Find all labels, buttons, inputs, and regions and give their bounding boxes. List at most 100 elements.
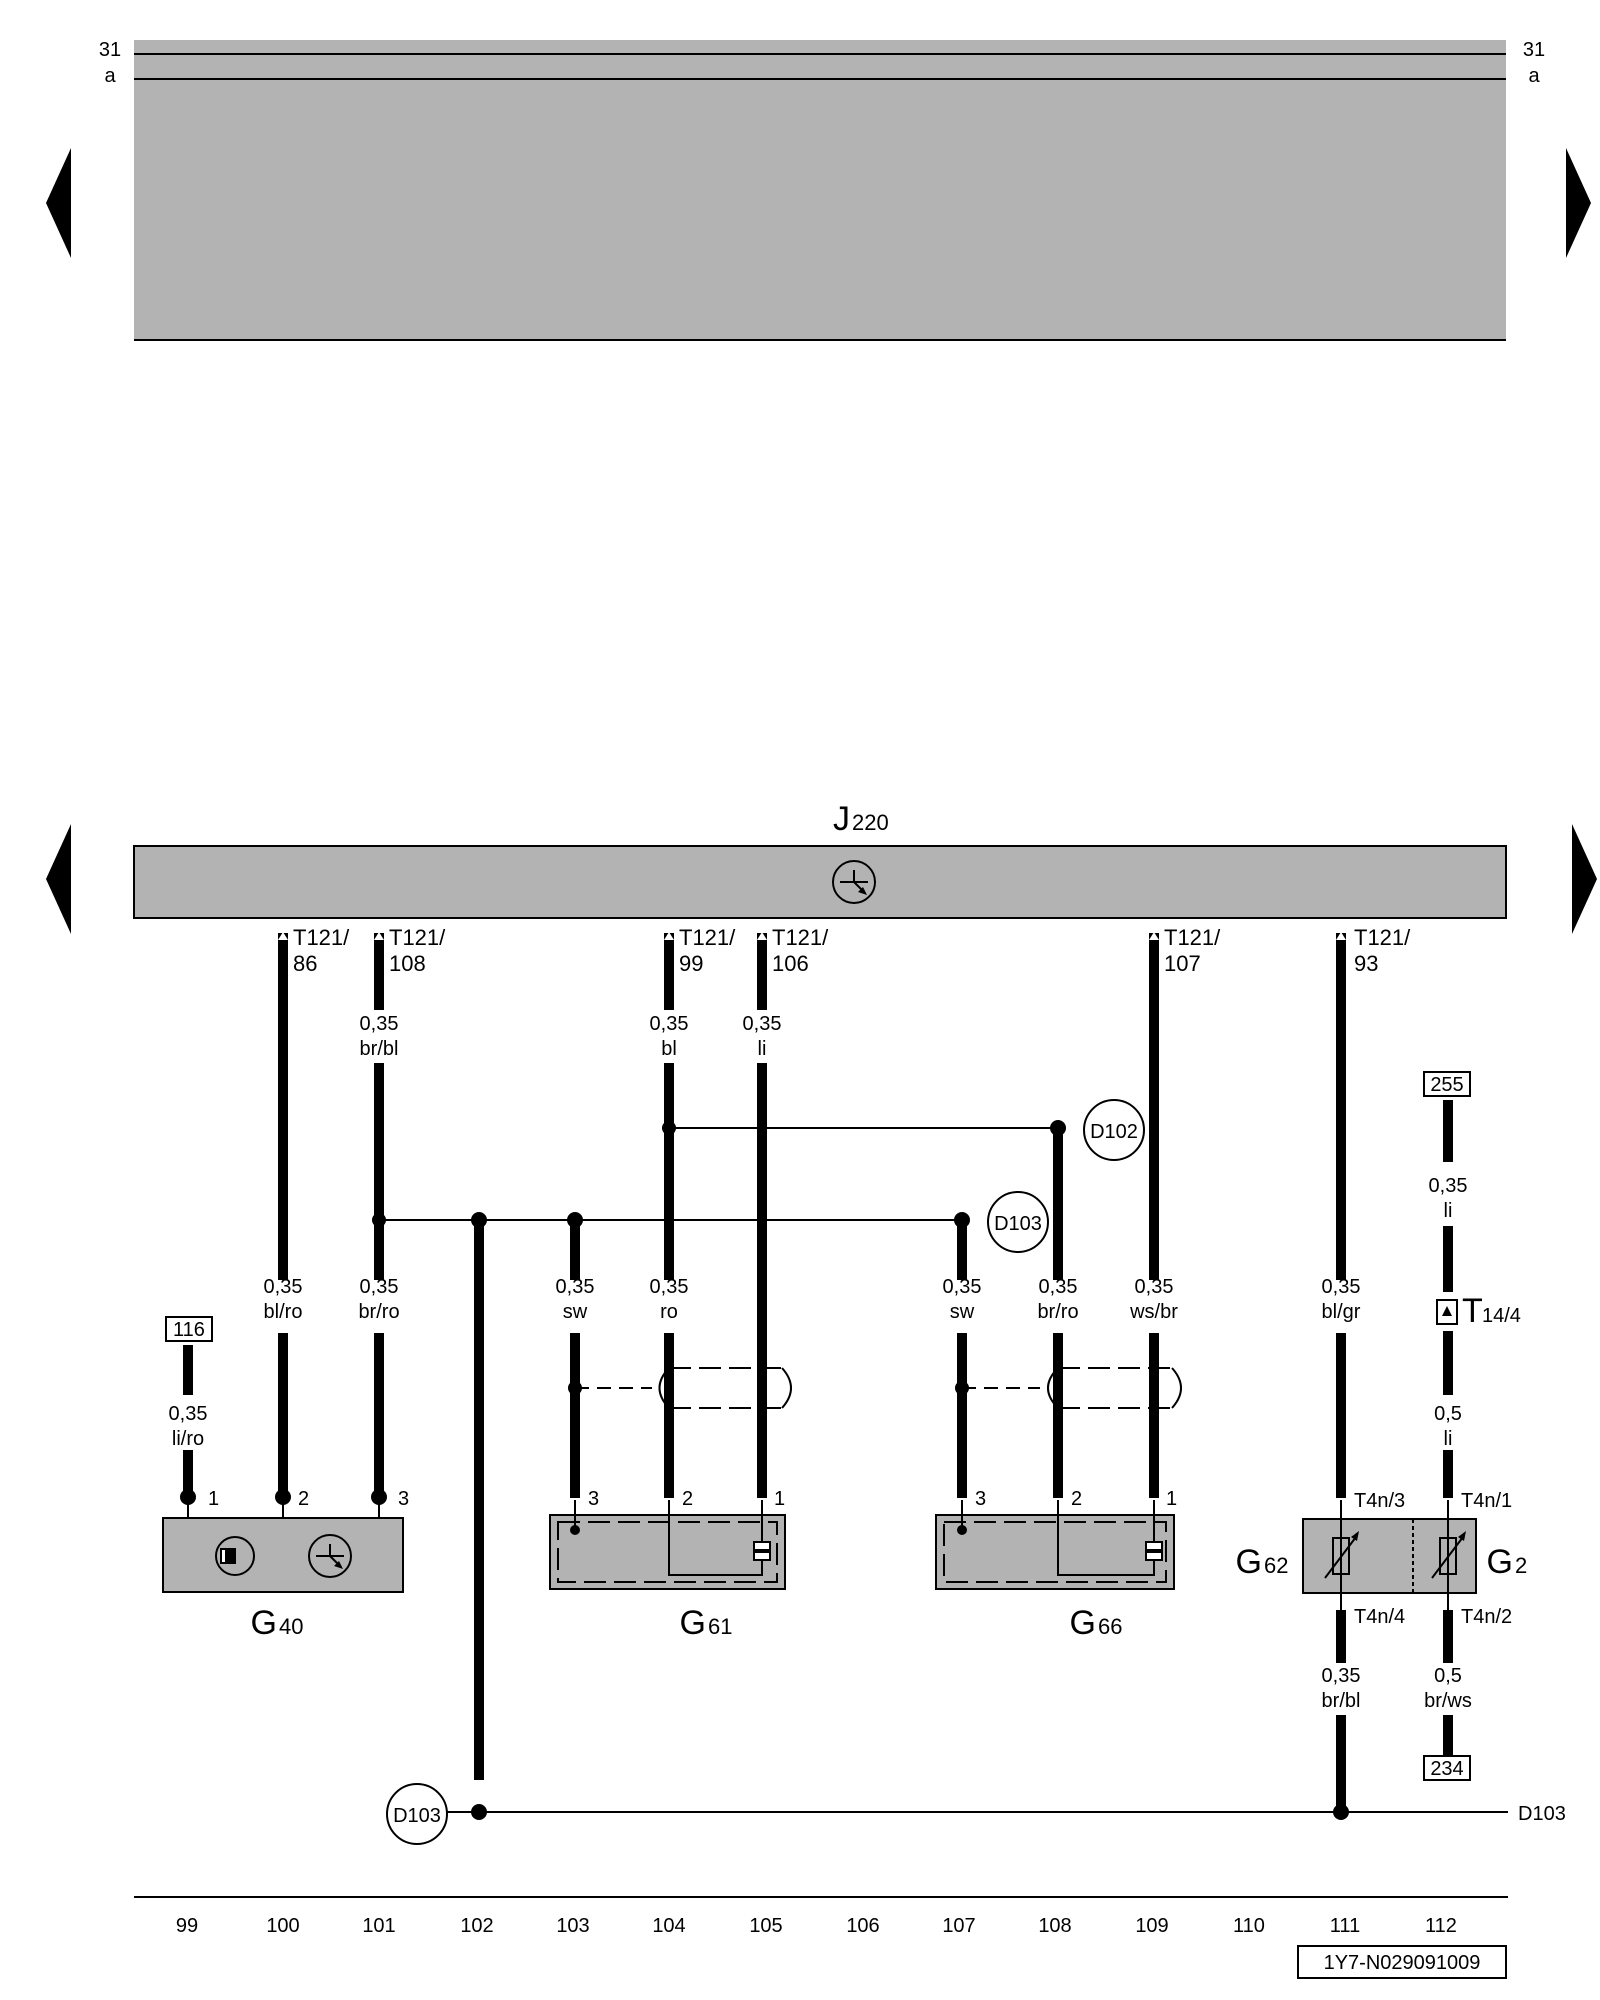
svg-text:112: 112 [1425,1915,1457,1937]
label-w101-top: 0,35 br/bl [360,1013,399,1060]
svg-text:sw: sw [563,1301,588,1323]
svg-text:D102: D102 [1090,1121,1138,1143]
label-w103: 0,35 sw [556,1276,595,1323]
node-d102[interactable]: D102 [1083,1099,1145,1161]
node-d103-upper[interactable]: D103 [987,1191,1049,1253]
g2-variable-icon [1431,1531,1466,1579]
g66-sub: 66 [1098,1614,1122,1639]
svg-text:T121/: T121/ [389,925,446,950]
ref-box-255[interactable]: 255 [1423,1071,1471,1097]
g40-pin-2-label: 2 [298,1488,309,1510]
svg-text:ro: ro [660,1301,678,1323]
connector-t14-icon [1436,1299,1458,1325]
connector-t14-name: T [1462,1292,1483,1330]
svg-text:108: 108 [1038,1915,1071,1937]
svg-text:0,35: 0,35 [1039,1276,1078,1298]
control-unit-sub: 220 [852,810,889,835]
svg-text:107: 107 [1164,951,1201,976]
svg-text:86: 86 [293,951,317,976]
pin-t121-107: T121/ 107 [1164,925,1221,976]
g62-sub: 62 [1264,1553,1288,1578]
component-g66[interactable] [935,1500,1175,1590]
label-w112-top: 0,35 li [1429,1175,1468,1222]
component-g40[interactable] [162,1517,404,1593]
previous-page-arrow-top[interactable] [46,148,71,258]
svg-text:0,35: 0,35 [1135,1276,1174,1298]
svg-text:0,35: 0,35 [650,1013,689,1035]
label-w100: 0,35 bl/ro [264,1276,303,1323]
g61-pin-3-label: 3 [588,1488,599,1510]
svg-text:110: 110 [1233,1915,1265,1937]
g40-pin-3-label: 3 [398,1488,409,1510]
label-w104: 0,35 ro [650,1276,689,1323]
pin-t121-99: T121/ 99 [679,925,736,976]
svg-text:107: 107 [942,1915,975,1937]
top-gray-panel [134,40,1506,340]
rail-a-label-left: a [104,65,116,87]
svg-text:br/ro: br/ro [358,1301,399,1323]
shield-g66 [962,1367,1182,1409]
svg-text:0,35: 0,35 [556,1276,595,1298]
svg-text:sw: sw [950,1301,975,1323]
node-d103-lower[interactable]: D103 [386,1783,448,1845]
svg-text:0,5: 0,5 [1434,1403,1462,1425]
g2-name: G [1487,1543,1513,1581]
svg-text:106: 106 [772,951,809,976]
pin-t121-108: T121/ 108 [389,925,446,976]
svg-text:li/ro: li/ro [172,1428,204,1450]
g61-pin-1-label: 1 [774,1488,785,1510]
shield-g61 [575,1367,792,1409]
ref-box-116[interactable]: 116 [165,1316,213,1342]
svg-text:100: 100 [266,1915,299,1937]
control-unit-j220[interactable] [133,845,1507,919]
svg-text:0,35: 0,35 [650,1276,689,1298]
svg-text:255: 255 [1430,1074,1463,1096]
svg-text:0,35: 0,35 [169,1403,208,1425]
next-page-arrow-bottom[interactable] [1572,824,1597,934]
component-g61[interactable] [549,1500,786,1590]
g2-sub: 2 [1515,1553,1527,1578]
svg-text:234: 234 [1430,1758,1463,1780]
g2-pin-t4n1: T4n/1 [1461,1490,1512,1512]
svg-text:93: 93 [1354,951,1378,976]
svg-text:99: 99 [176,1915,198,1937]
transistor-symbol-icon [832,860,876,904]
ref-box-234[interactable]: 234 [1423,1755,1471,1781]
g62-pin-t4n3: T4n/3 [1354,1490,1405,1512]
svg-text:106: 106 [846,1915,879,1937]
svg-text:li: li [758,1038,767,1060]
node-d103-right-label: D103 [1518,1803,1566,1825]
g40-pin-1-label: 1 [208,1488,219,1510]
pin-t121-106: T121/ 106 [772,925,829,976]
svg-text:ws/br: ws/br [1129,1301,1178,1323]
svg-text:109: 109 [1135,1915,1168,1937]
label-w101: 0,35 br/ro [358,1276,399,1323]
svg-text:br/bl: br/bl [360,1038,399,1060]
pin-t121-86: T121/ 86 [293,925,350,976]
next-page-arrow-top[interactable] [1566,148,1591,258]
label-w99: 0,35 li/ro [169,1403,208,1450]
svg-text:br/bl: br/bl [1322,1690,1361,1712]
svg-text:T121/: T121/ [1354,925,1411,950]
label-w111-bot: 0,35 br/bl [1322,1665,1361,1712]
previous-page-arrow-bottom[interactable] [46,824,71,934]
svg-text:bl/gr: bl/gr [1322,1301,1361,1323]
svg-text:99: 99 [679,951,703,976]
label-w107: 0,35 sw [943,1276,982,1323]
svg-text:105: 105 [749,1915,782,1937]
svg-text:0,35: 0,35 [1322,1276,1361,1298]
svg-text:T121/: T121/ [679,925,736,950]
connector-t14-sub: 14/4 [1482,1305,1521,1327]
svg-text:103: 103 [556,1915,589,1937]
svg-text:108: 108 [389,951,426,976]
control-unit-name: J [833,800,850,838]
svg-text:br/ro: br/ro [1037,1301,1078,1323]
svg-text:104: 104 [652,1915,685,1937]
svg-text:0,35: 0,35 [1322,1665,1361,1687]
svg-text:li: li [1444,1200,1453,1222]
svg-text:0,35: 0,35 [264,1276,303,1298]
svg-text:D103: D103 [994,1213,1042,1235]
label-w109: 0,35 ws/br [1129,1276,1178,1323]
component-g62-g2[interactable] [1302,1500,1477,1610]
